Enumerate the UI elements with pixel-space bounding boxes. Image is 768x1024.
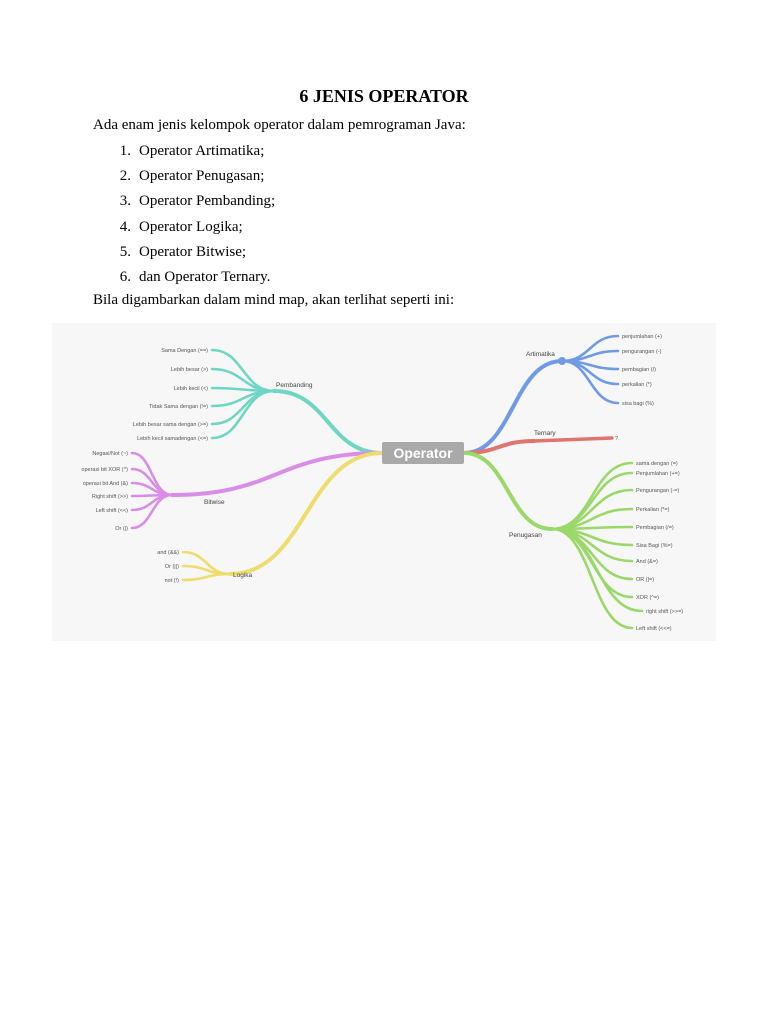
penugasan-leaf-label: Perkalian (*=)	[636, 507, 670, 513]
logika-leaf-line	[181, 564, 232, 576]
penugasan-leaf-label: Sisa Bagi (%=)	[636, 543, 673, 549]
list-item: 3. Operator Pembanding;	[93, 191, 275, 216]
penugasan-leaf-label: OR (|=)	[636, 577, 654, 583]
mind-map-canvas: Sama Dengan (==) Lebih besar (>) Lebih kec…	[81, 334, 683, 632]
ternary-leaf-line	[532, 436, 614, 443]
mind-map: Sama Dengan (==) Lebih besar (>) Lebih kec…	[52, 323, 716, 641]
list-item: 2. Operator Penugasan;	[93, 166, 275, 191]
document-title: 6 JENIS OPERATOR	[299, 86, 469, 106]
bitwise-leaf-line	[130, 493, 174, 530]
logika-leaf-label: and (&&)	[157, 550, 179, 556]
artimatika-leaf-line	[560, 359, 620, 405]
list-number: 2.	[119, 168, 131, 185]
bitwise-leaf-label: Right shift (>>)	[92, 494, 128, 500]
pembanding-leaf-label: Sama Dengan (==)	[161, 348, 208, 354]
pembanding-leaf-label: Lebih kecil (<)	[174, 386, 209, 392]
artimatika-leaf-label: penjumlahan (+)	[622, 334, 662, 340]
penugasan-branch-line	[462, 451, 554, 531]
penugasan-leaf-label: right shift (>>=)	[646, 609, 683, 615]
list-text: Operator Penugasan;	[139, 168, 265, 185]
pembanding-branch-label: Pembanding	[276, 382, 313, 389]
penugasan-leaf-label: Pengurangan (-=)	[636, 488, 679, 494]
artimatika-leaf-label: sisa bagi (%)	[622, 401, 654, 407]
operator-list: 1. Operator Artimatika; 2. Operator Penuga…	[93, 141, 275, 292]
list-text: Operator Artimatika;	[139, 143, 265, 159]
ternary-leaf-label: ?	[615, 436, 618, 442]
penugasan-leaf-label: And (&=)	[636, 559, 658, 565]
bitwise-leaf-label: operasi bit XOR (^)	[81, 467, 128, 473]
penugasan-branch-label: Penugasan	[509, 532, 542, 539]
bitwise-leaf-label: Negasi/Not (~)	[92, 451, 128, 457]
logika-branch-label: Logika	[233, 572, 253, 579]
list-text: Operator Logika;	[139, 218, 243, 235]
list-item: 4. Operator Logika;	[93, 217, 275, 242]
list-number: 4.	[119, 218, 131, 235]
penugasan-leaf-line	[550, 471, 634, 531]
ternary-branch-line	[462, 439, 536, 455]
center-node-label: Operator	[393, 445, 453, 461]
pembanding-leaf-label: Lebih kecil samadengan (<=)	[137, 436, 208, 442]
penugasan-leaf-label: XOR (^=)	[636, 595, 659, 601]
artimatika-leaf-label: pengurangan (-)	[622, 349, 662, 355]
artimatika-branch-line	[462, 359, 564, 455]
bitwise-branch-label: Bitwise	[204, 499, 225, 506]
bitwise-leaf-label: Left shift (<<)	[96, 508, 129, 514]
penugasan-leaf-label: Left shift (<<=)	[636, 626, 672, 632]
bitwise-leaf-label: Or (|)	[115, 526, 128, 532]
logika-leaf-line	[181, 572, 232, 582]
list-text: Operator Bitwise;	[139, 243, 247, 260]
logika-leaf-label: not (!)	[165, 578, 180, 584]
penugasan-leaf-label: Penjumlahan (+=)	[636, 471, 680, 477]
list-item: 6. dan Operator Ternary.	[93, 267, 275, 292]
artimatika-branch-label: Artimatika	[526, 351, 555, 358]
pembanding-leaf-line	[210, 389, 276, 426]
pembanding-leaf-label: Lebih besar (>)	[171, 367, 208, 373]
list-number: 3.	[119, 193, 131, 210]
pembanding-branch-line	[272, 389, 384, 455]
list-text: dan Operator Ternary.	[139, 268, 271, 285]
penugasan-leaf-label: sama dengan (=)	[636, 461, 678, 467]
penugasan-leaf-line	[550, 527, 644, 613]
penugasan-leaf-line	[550, 527, 634, 630]
list-number: 5.	[119, 243, 131, 260]
artimatika-leaf-label: pembagian (/)	[622, 367, 656, 373]
artimatika-leaf-line	[560, 349, 620, 363]
branch-node-marker	[558, 357, 566, 365]
ternary-branch-label: Ternary	[534, 430, 556, 437]
penugasan-leaf-label: Pembagian (/=)	[636, 525, 674, 531]
bitwise-branch-line	[170, 451, 384, 497]
list-item: 1. Operator Artimatika;	[93, 141, 275, 166]
list-text: Operator Pembanding;	[139, 193, 276, 210]
logika-branch-line	[228, 451, 384, 576]
bitwise-leaf-label: operasi bit And (&)	[83, 481, 128, 487]
pembanding-leaf-label: Lebih besar sama dengan (>=)	[133, 422, 208, 428]
outro-paragraph: Bila digambarkan dalam mind map, akan te…	[93, 292, 455, 308]
list-number: 6.	[119, 268, 131, 285]
logika-leaf-label: Or (||)	[165, 564, 179, 570]
list-number: 1.	[119, 143, 131, 159]
pembanding-leaf-label: Tidak Sama dengan (!=)	[149, 404, 208, 410]
artimatika-leaf-label: perkalian (*)	[622, 382, 652, 388]
intro-paragraph: Ada enam jenis kelompok operator dalam p…	[93, 117, 466, 133]
list-item: 5. Operator Bitwise;	[93, 242, 275, 267]
pembanding-leaf-line	[210, 389, 276, 440]
center-node	[382, 442, 464, 464]
